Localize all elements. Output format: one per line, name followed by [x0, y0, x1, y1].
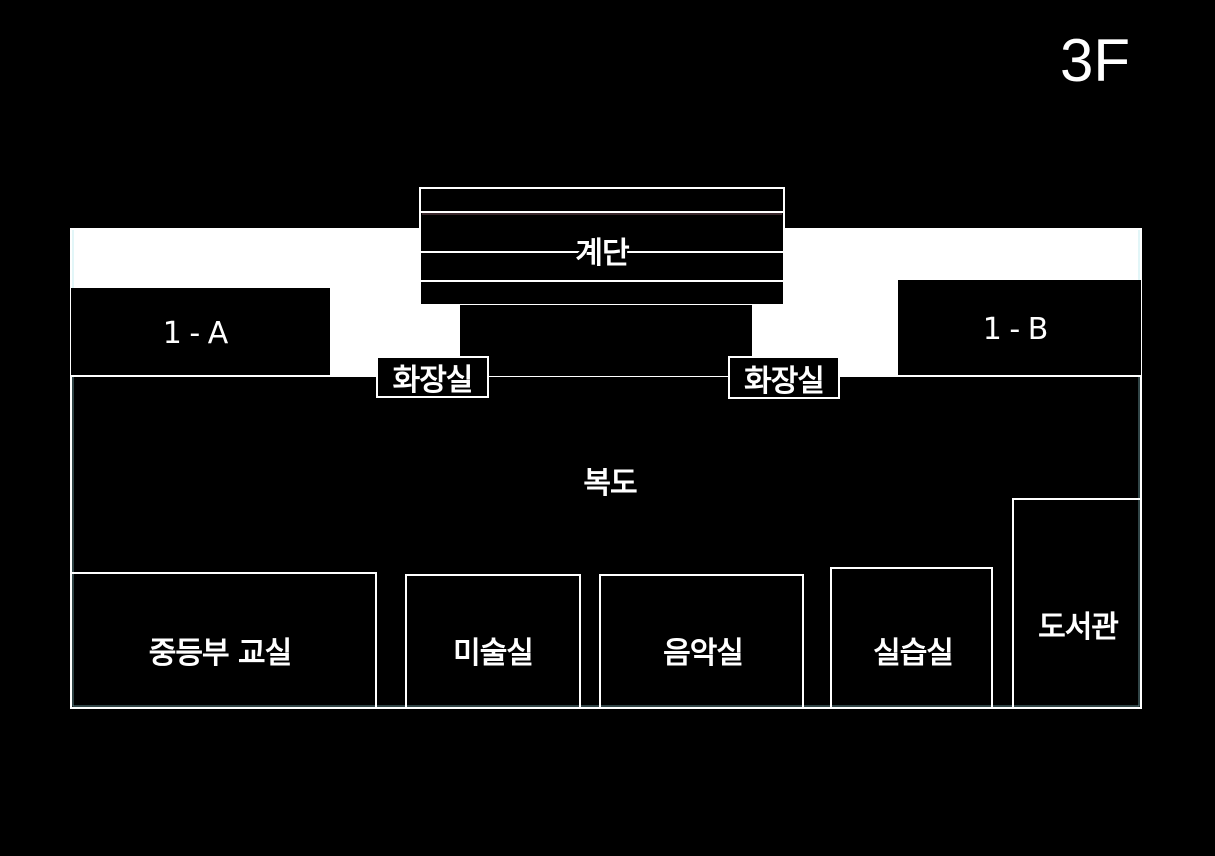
stairs[interactable] [419, 187, 785, 306]
restroom-right[interactable] [728, 356, 840, 399]
restroom-right-label: 화장실 [744, 363, 825, 399]
stair-landing [460, 305, 752, 376]
art-room-label: 미술실 [453, 636, 534, 671]
room-library[interactable] [1012, 498, 1142, 709]
practice-room-label: 실습실 [873, 636, 954, 671]
restroom-left[interactable] [376, 356, 489, 398]
library-label: 도서관 [1038, 610, 1119, 645]
room-1b[interactable] [898, 280, 1141, 376]
music-room-label: 음악실 [663, 636, 744, 671]
room-art[interactable] [405, 574, 581, 709]
stairs-label: 계단 [575, 236, 629, 271]
room-practice[interactable] [830, 567, 993, 709]
hallway-label: 복도 [583, 466, 637, 501]
middle-school-classroom-label: 중등부 교실 [148, 636, 292, 671]
room-1a[interactable] [71, 288, 330, 376]
room-middle-school-classroom[interactable] [70, 572, 377, 709]
restroom-left-label: 화장실 [392, 363, 474, 398]
room-music[interactable] [599, 574, 804, 709]
floor-label: 3F [1059, 27, 1131, 94]
room-1b-label: 1 - B [982, 311, 1049, 347]
building-outline-tint [72, 230, 1140, 707]
room-1a-label: 1 - A [162, 315, 229, 351]
